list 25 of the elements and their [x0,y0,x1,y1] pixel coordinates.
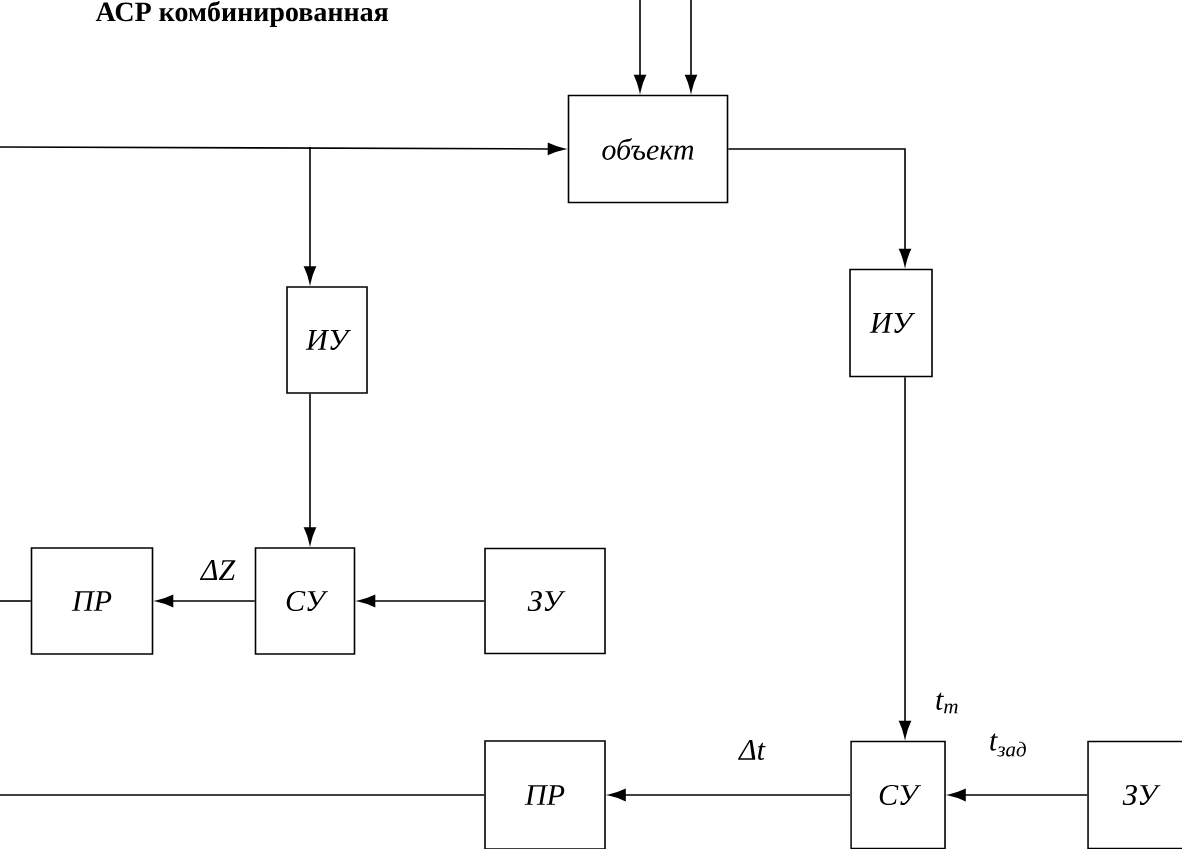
arrow [634,0,646,92]
arrow [304,146,316,284]
title: АСР комбинированная [95,1,389,27]
arrow [358,595,485,607]
block-box: ПР [484,740,606,849]
arrow [304,393,316,545]
block-box: СУ [254,547,356,655]
arrow [685,0,697,92]
block-box: ИУ [286,286,368,394]
edge-label: t$_{m}$ [934,691,960,715]
edge-label: Δt [738,738,766,762]
arrow [608,789,851,801]
arrow [948,789,1088,801]
block-box: ИУ [849,268,933,378]
arrow [727,148,911,266]
block-box: ЗУ [1087,740,1182,849]
block-box: СУ [850,740,946,849]
block-box: объект [567,94,729,204]
edge-label: ΔZ [199,559,237,581]
block-box: ЗУ [484,547,606,655]
arrow [899,376,911,738]
arrow [156,595,256,607]
block-box: ПР [30,547,154,655]
arrow [0,142,565,155]
edge-label: t$_{зад}$ [987,732,1029,758]
